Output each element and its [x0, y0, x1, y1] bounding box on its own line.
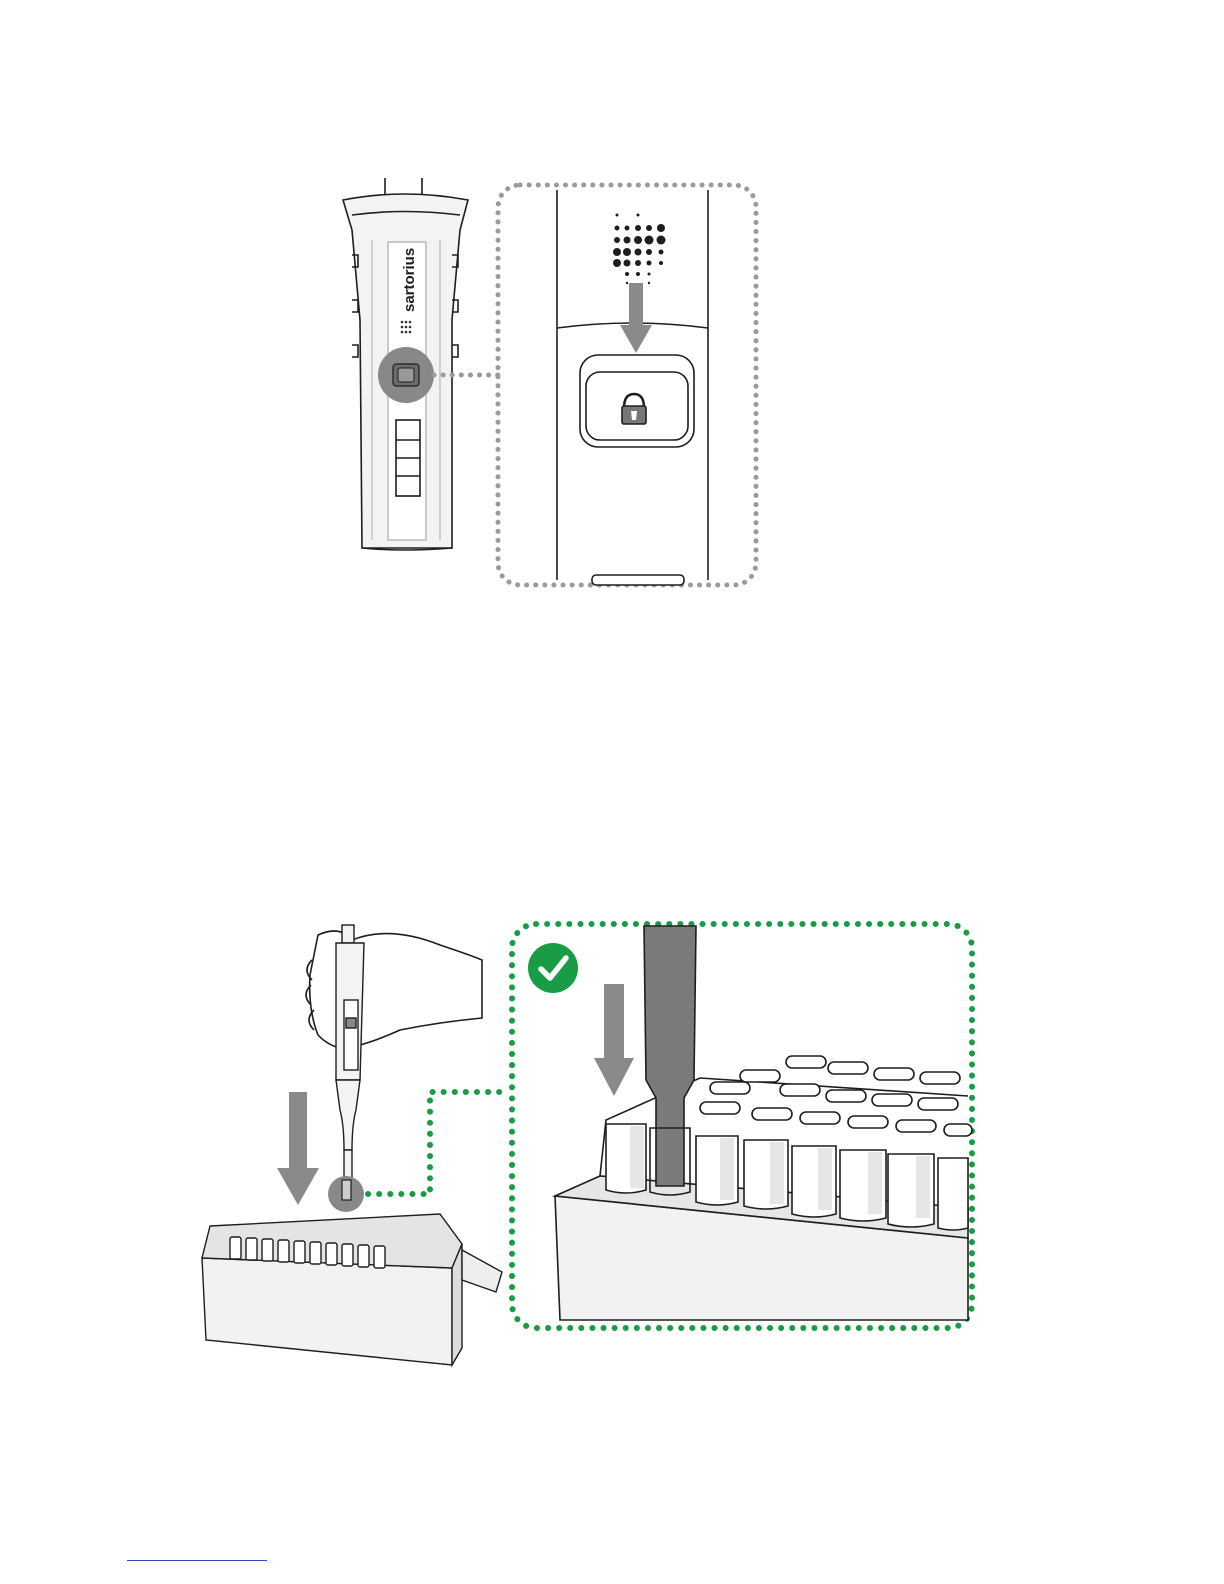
callout-connector-green [368, 1092, 510, 1194]
zoom-detail [557, 190, 708, 585]
down-arrow-icon [620, 283, 652, 353]
footer-rule [127, 1560, 267, 1561]
down-arrow-icon-rack [277, 1092, 319, 1205]
figure-tip-mount [202, 924, 972, 1365]
sartorius-logo-icon [401, 321, 412, 334]
zoom-rack-detail [555, 1056, 972, 1320]
pipette-shaft-zoom [644, 926, 696, 1195]
gloved-hand [306, 931, 482, 1050]
brand-label: sartorius [401, 248, 418, 312]
down-arrow-icon-zoom [594, 984, 634, 1096]
check-icon [528, 943, 578, 993]
pipette-body [336, 925, 364, 1180]
figure-unlock: sartorius [343, 178, 756, 585]
tip-rack [202, 1214, 502, 1365]
sartorius-logo-icon-large [613, 214, 666, 285]
